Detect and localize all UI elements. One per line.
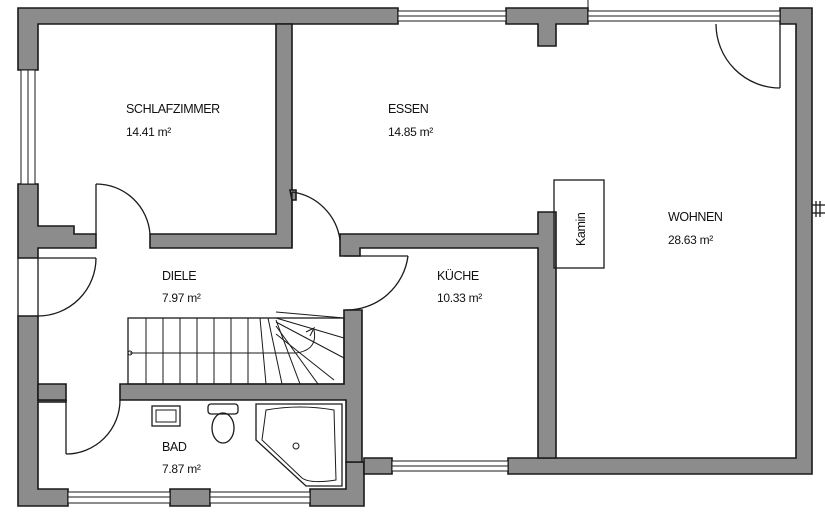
interior-walls xyxy=(37,23,557,463)
room-name-kueche: KÜCHE xyxy=(437,269,479,283)
room-area-schlafzimmer: 14.41 m² xyxy=(126,125,171,139)
sink xyxy=(151,405,181,427)
room-area-essen: 14.85 m² xyxy=(388,125,433,139)
room-name-diele: DIELE xyxy=(162,269,196,283)
room-area-bad: 7.87 m² xyxy=(162,462,201,476)
room-name-wohnen: WOHNEN xyxy=(668,210,723,224)
room-labels: SCHLAFZIMMER 14.41 m² ESSEN 14.85 m² WOH… xyxy=(126,102,723,476)
room-area-diele: 7.97 m² xyxy=(162,291,201,305)
kamin: Kamin xyxy=(553,179,605,269)
room-name-essen: ESSEN xyxy=(388,102,429,116)
room-area-wohnen: 28.63 m² xyxy=(668,233,713,247)
kamin-label: Kamin xyxy=(574,212,588,246)
toilet-bowl xyxy=(211,412,235,444)
room-area-kueche: 10.33 m² xyxy=(437,291,482,305)
toilet-tank xyxy=(207,403,239,415)
windows xyxy=(20,0,825,504)
doors xyxy=(17,23,781,455)
room-name-bad: BAD xyxy=(162,440,187,454)
exterior-walls xyxy=(17,7,813,507)
bath-fixtures xyxy=(151,403,343,487)
staircase xyxy=(127,311,345,385)
room-name-schlafzimmer: SCHLAFZIMMER xyxy=(126,102,220,116)
